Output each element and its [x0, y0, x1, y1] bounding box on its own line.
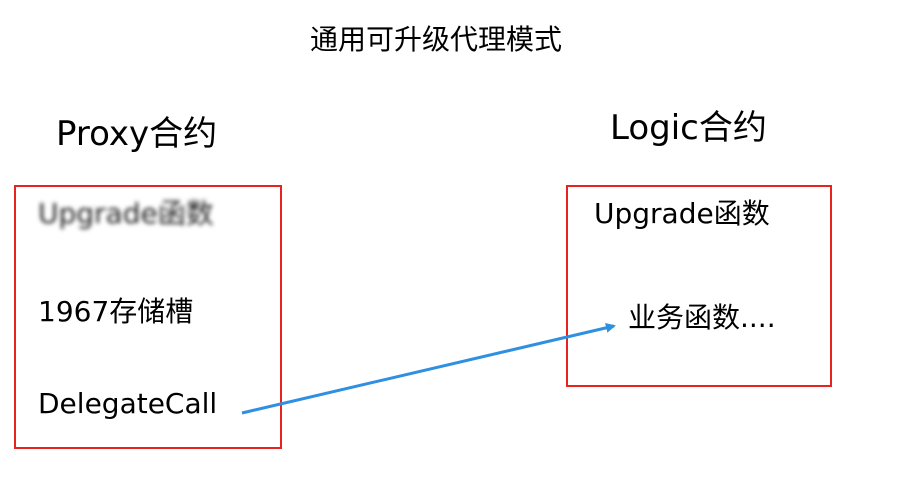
logic-contract-label: Logic合约 — [610, 108, 767, 148]
proxy-storage-slot: 1967存储槽 — [38, 295, 194, 328]
logic-upgrade-function: Upgrade函数 — [594, 197, 770, 230]
logic-contract-box — [566, 185, 832, 387]
diagram-title: 通用可升级代理模式 — [309, 23, 562, 56]
proxy-delegatecall: DelegateCall — [38, 387, 218, 420]
proxy-upgrade-function: Upgrade函数 — [38, 197, 214, 230]
proxy-contract-label: Proxy合约 — [56, 114, 218, 154]
proxy-contract-box — [14, 185, 282, 449]
logic-business-functions: 业务函数.... — [628, 301, 776, 334]
delegatecall-arrow — [241, 322, 616, 415]
